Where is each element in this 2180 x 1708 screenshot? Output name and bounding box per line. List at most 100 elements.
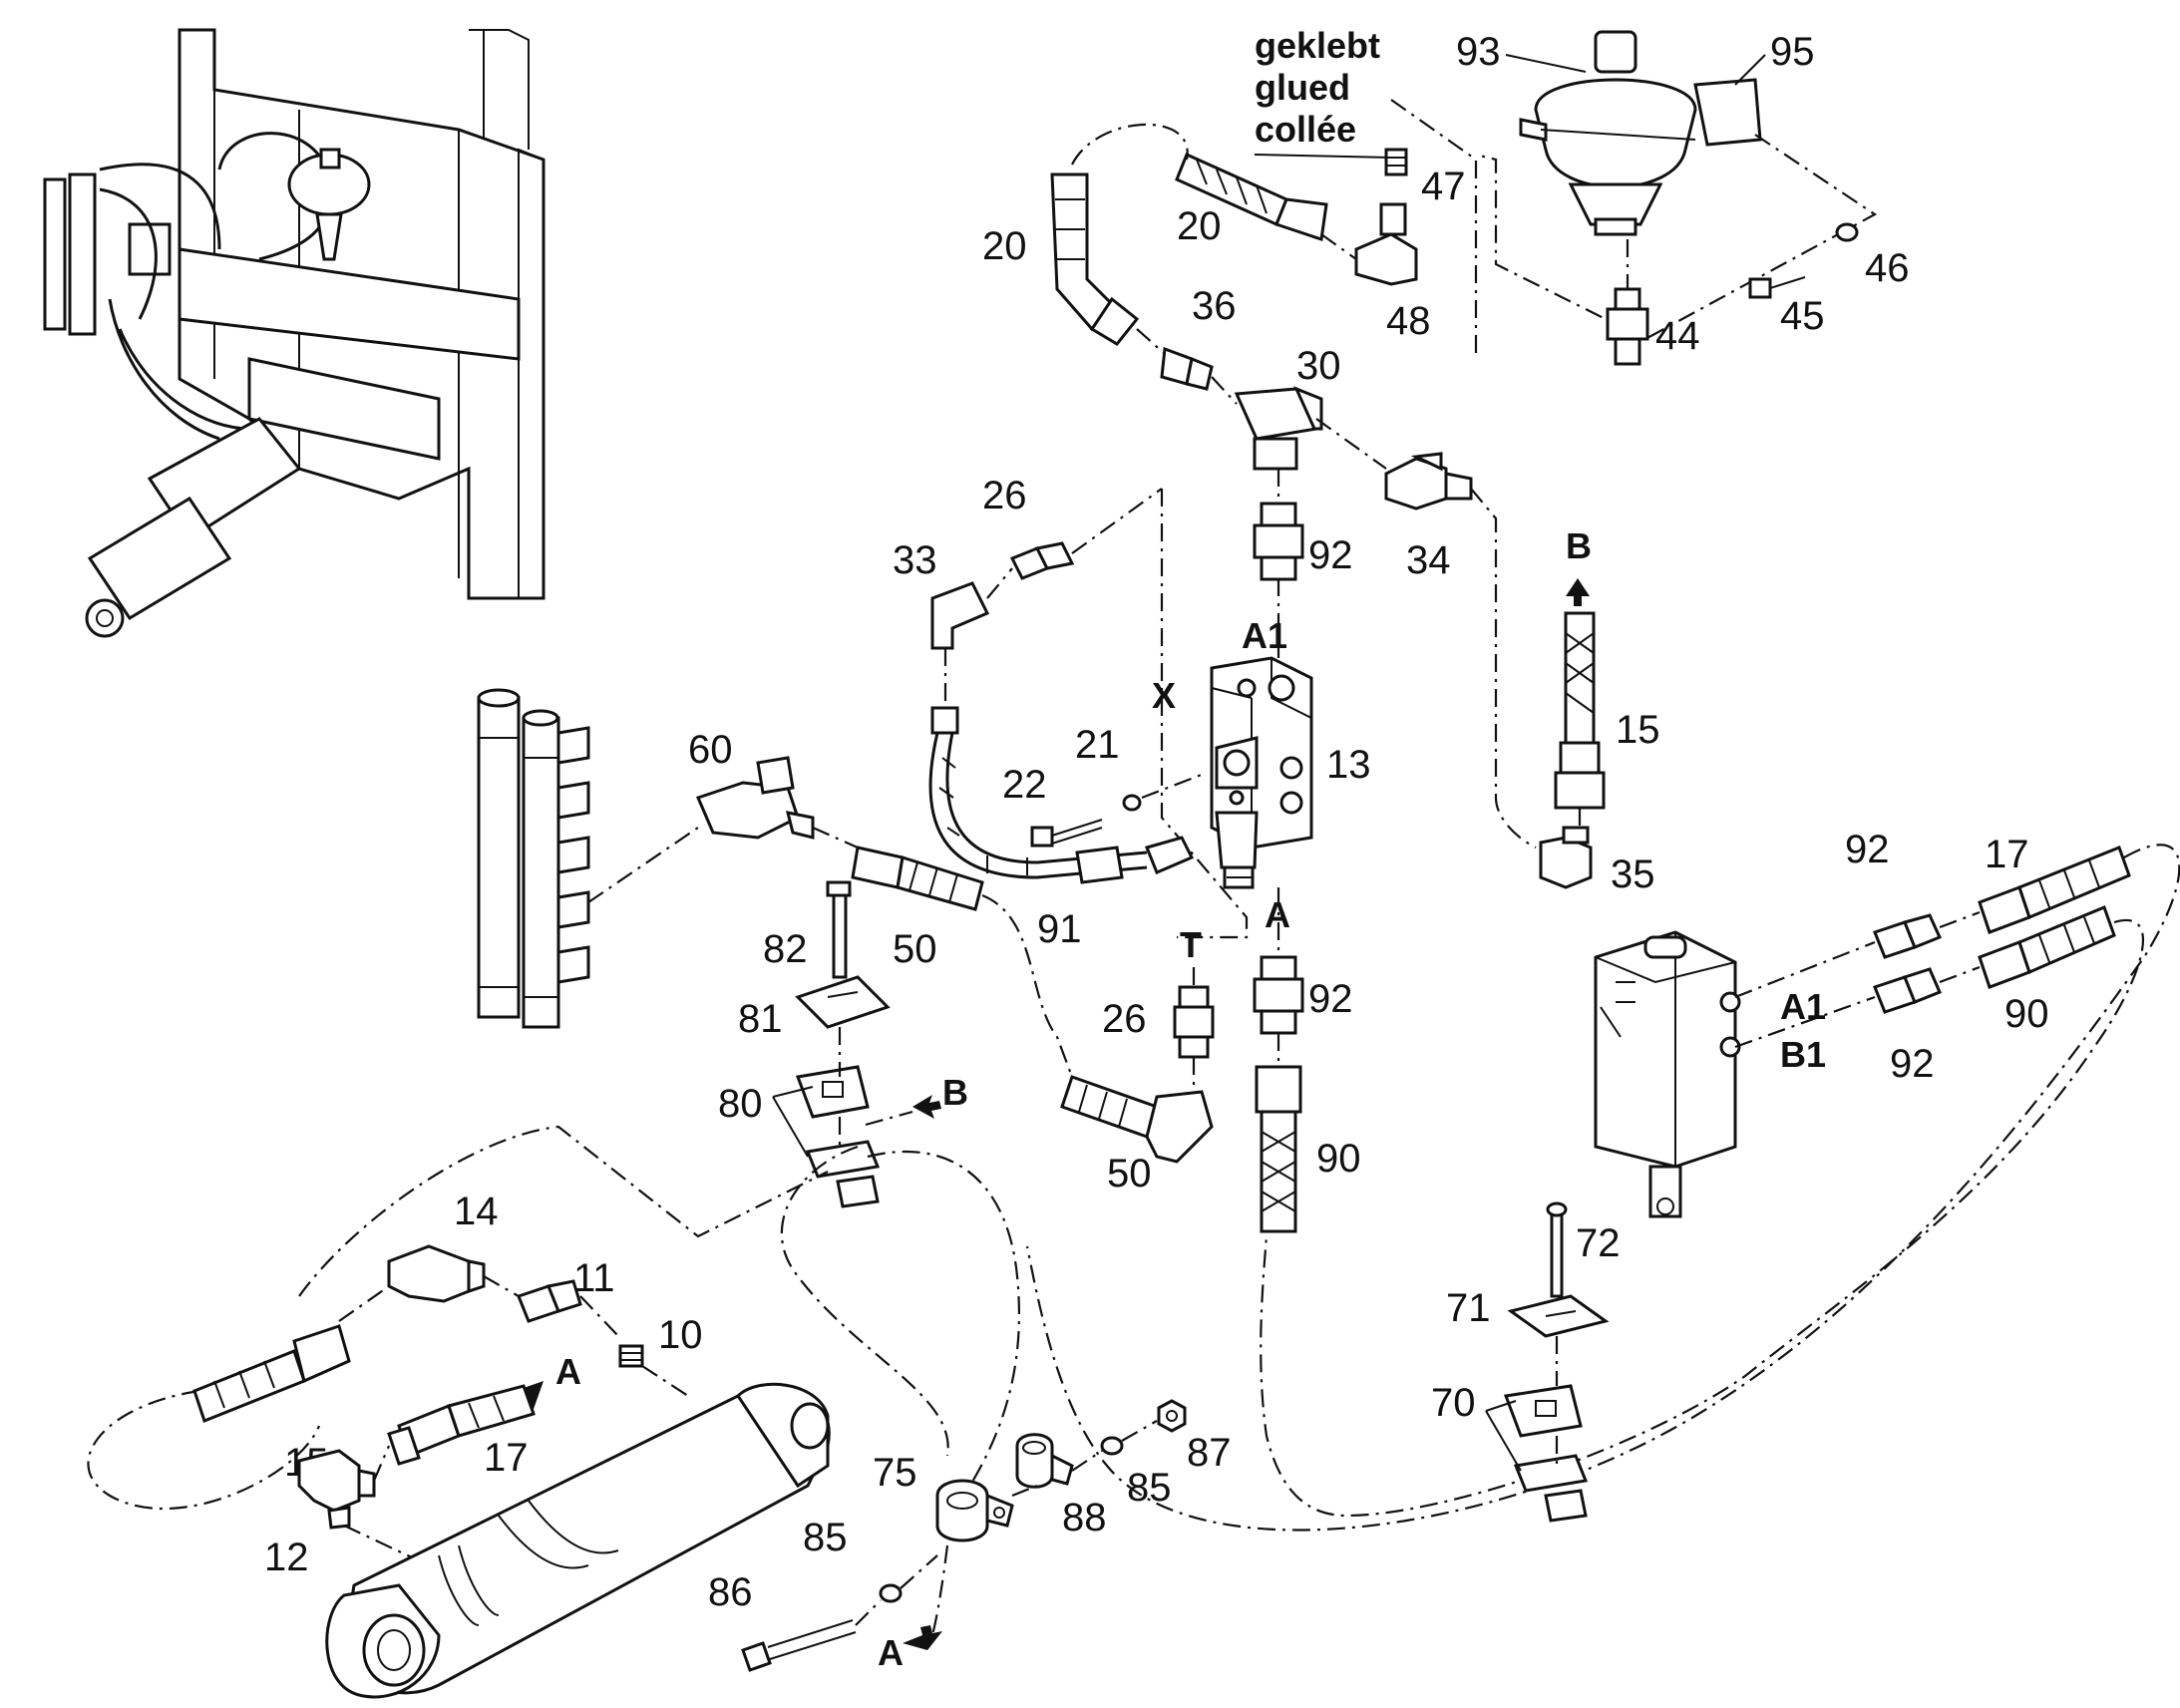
fitting-26-lower xyxy=(1173,967,1215,1087)
note-leader xyxy=(1254,154,1392,159)
fitting-44 xyxy=(1606,239,1649,366)
arrow-B-left xyxy=(912,1095,941,1119)
valve-bank xyxy=(477,688,590,1029)
part-label-17-left: 17 xyxy=(484,1436,529,1480)
part-label-85-left: 85 xyxy=(803,1516,848,1559)
clamp-88 xyxy=(1011,1433,1103,1498)
line-inner-loop xyxy=(780,1145,949,1457)
part-label-45: 45 xyxy=(1780,294,1825,338)
part-label-48: 48 xyxy=(1386,299,1431,343)
part-label-20-left: 20 xyxy=(982,224,1027,268)
port-label-T: T xyxy=(1180,924,1202,965)
elbow-33 xyxy=(930,567,1013,650)
adapter-92-right-upper xyxy=(1734,910,1981,999)
return-line-right xyxy=(1025,844,2180,1532)
hose-17-left xyxy=(387,1384,536,1466)
line-loop-left xyxy=(87,1389,321,1511)
part-label-81: 81 xyxy=(738,997,783,1041)
hose-50-lower xyxy=(1060,1075,1214,1164)
part-label-47: 47 xyxy=(1421,165,1466,208)
tee-12 xyxy=(297,1445,430,1566)
plug-10 xyxy=(618,1344,689,1397)
clamp-75 xyxy=(935,1479,1014,1542)
fitting-36 xyxy=(1136,328,1214,391)
part-label-21: 21 xyxy=(1075,723,1120,767)
screw-22 xyxy=(1030,771,1208,848)
hose-20-left xyxy=(1050,172,1140,346)
adapter-92-right-lower xyxy=(1734,965,1981,1049)
hose-17-right xyxy=(1978,846,2131,934)
line-to-B-left xyxy=(865,1110,913,1127)
part-label-46: 46 xyxy=(1865,246,1910,290)
mast-assembly-overview xyxy=(43,28,545,638)
line-to-clamp-80 xyxy=(298,1125,829,1297)
elbow-35 xyxy=(1539,826,1593,889)
adapter-92-upper xyxy=(1253,469,1304,658)
part-label-20-upper: 20 xyxy=(1177,204,1222,248)
part-label-92-right-upper: 92 xyxy=(1845,828,1890,871)
washer-46 xyxy=(1835,222,1859,242)
part-label-86: 86 xyxy=(708,1570,753,1614)
elbow-48 xyxy=(1354,202,1418,286)
nut-87 xyxy=(1157,1399,1187,1433)
line-to-A-bottom xyxy=(930,1544,949,1636)
part-label-82: 82 xyxy=(763,927,808,971)
hose-50-upper xyxy=(851,846,1074,1078)
part-label-80: 80 xyxy=(718,1082,763,1126)
part-label-92-right-lower: 92 xyxy=(1890,1042,1935,1086)
part-label-12: 12 xyxy=(264,1536,309,1579)
hose-91 xyxy=(928,648,1195,884)
part-label-71: 71 xyxy=(1446,1286,1491,1330)
part-label-87: 87 xyxy=(1187,1431,1232,1475)
port-label-A-bottom: A xyxy=(878,1632,904,1673)
part-label-26-lower: 26 xyxy=(1102,997,1147,1041)
bolt-86 xyxy=(741,1599,882,1672)
accumulator-assembly xyxy=(1475,30,1878,341)
part-label-72: 72 xyxy=(1576,1221,1621,1265)
port-label-B-left: B xyxy=(942,1072,968,1113)
hose-20-upper xyxy=(1071,123,1357,260)
part-label-50-upper: 50 xyxy=(893,927,937,971)
arrow-A-bottom xyxy=(903,1625,942,1650)
washer-85-left xyxy=(879,1554,938,1603)
clamp-assembly-70 xyxy=(1485,1201,1610,1523)
washer-85-right xyxy=(1100,1420,1158,1456)
arrow-up-B xyxy=(1566,578,1590,606)
line-clamp80-loop xyxy=(867,1150,1021,1507)
part-label-14: 14 xyxy=(454,1190,499,1233)
part-label-44: 44 xyxy=(1655,314,1700,358)
part-label-90-center: 90 xyxy=(1316,1137,1361,1181)
part-label-36: 36 xyxy=(1192,284,1237,328)
note-glued-en: glued xyxy=(1255,67,1350,108)
return-line-right-b xyxy=(1260,919,2145,1518)
part-label-10: 10 xyxy=(658,1313,703,1357)
hose-90-right xyxy=(1978,905,2116,989)
port-label-A1-valve: A1 xyxy=(1242,615,1287,656)
part-label-93: 93 xyxy=(1456,30,1501,74)
part-label-75: 75 xyxy=(873,1451,917,1495)
port-label-X: X xyxy=(1152,675,1176,716)
part-label-26-upper: 26 xyxy=(982,474,1027,517)
fitting-11 xyxy=(517,1279,619,1337)
part-label-11: 11 xyxy=(573,1256,615,1300)
note-glued-de: geklebt xyxy=(1255,25,1380,66)
port-label-B-top: B xyxy=(1566,525,1592,566)
part-label-95: 95 xyxy=(1770,30,1815,74)
pilot-line-X xyxy=(1160,489,1249,939)
part-label-60: 60 xyxy=(688,728,733,772)
hose-15-left xyxy=(192,1285,390,1423)
clamp-assembly-80 xyxy=(772,880,891,1208)
part-label-33: 33 xyxy=(893,538,937,582)
part-label-17-right: 17 xyxy=(1985,833,2029,876)
part-label-13: 13 xyxy=(1326,743,1371,787)
fitting-26-upper xyxy=(1009,488,1163,580)
part-label-70: 70 xyxy=(1431,1381,1476,1425)
hose-90-center xyxy=(1255,1065,1302,1233)
port-label-B1-right: B1 xyxy=(1780,1034,1826,1075)
part-label-90-right: 90 xyxy=(2004,992,2049,1036)
part-label-22: 22 xyxy=(1002,763,1047,807)
tee-34 xyxy=(1384,452,1537,849)
valve-block-13 xyxy=(1210,656,1313,889)
port-label-A1-right: A1 xyxy=(1780,986,1826,1027)
